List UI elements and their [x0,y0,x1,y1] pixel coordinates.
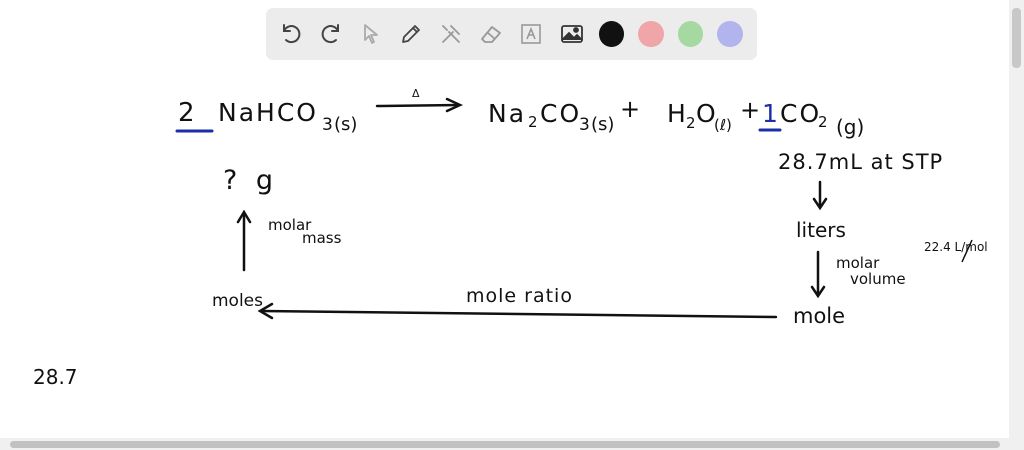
vertical-scrollbar[interactable] [1009,0,1024,438]
coefficient-2: 2 [178,98,195,128]
molar-mass-label-1: molar [268,216,312,234]
arrow-mole-ratio-head [257,302,274,320]
reaction-arrow-head [445,97,463,113]
horizontal-scrollbar[interactable] [0,438,1024,450]
reactant-subscript-3: 3 [322,115,333,135]
arrow-mole-ratio [260,309,778,319]
select-pointer-icon[interactable] [358,21,384,47]
product-subscript-2: 2 [528,113,538,131]
liters-label: liters [796,218,846,242]
water-h: H [667,99,686,128]
co2-subscript-2: 2 [818,113,828,131]
color-black-swatch[interactable] [598,21,625,47]
product-subscript-3: 3 [579,115,590,135]
molar-mass-label-2: mass [302,229,342,247]
arrow-liters-to-mole-head [810,285,826,299]
moles-label: moles [212,291,263,311]
bottom-value: 28.7 [33,365,78,389]
molar-volume-label-1: molar [836,254,880,272]
arrow-ml-to-liters-head [812,197,828,211]
tools-icon[interactable] [438,21,464,47]
molar-volume-slash [961,239,973,263]
plus-sign-2: + [740,96,761,124]
unknown-grams: ? g [223,165,274,196]
color-purple-swatch[interactable] [717,21,743,47]
text-tool-icon[interactable] [519,21,545,47]
reactant-state-solid: (s) [334,114,358,135]
reaction-arrow [375,103,461,108]
arrow-moles-to-grams-head [236,209,252,224]
water-subscript-2: 2 [686,114,696,132]
drawing-toolbar [266,8,757,60]
product-co3: CO [540,99,582,128]
coefficient-1: 1 [762,99,778,128]
undo-icon[interactable] [278,21,304,47]
given-volume: 28.7mL at STP [778,150,944,174]
color-green-swatch[interactable] [677,21,704,47]
plus-sign-1: + [620,95,641,123]
molar-volume-value: 22.4 L/mol [924,240,988,254]
co2-state-gas: (g) [836,115,865,139]
water-state-liquid: (ℓ) [714,116,732,134]
color-pink-swatch[interactable] [638,21,664,47]
water-o: O [696,99,716,128]
product-state-solid: (s) [591,114,615,135]
image-icon[interactable] [559,21,585,47]
vertical-scroll-thumb[interactable] [1012,8,1021,68]
product-co2: CO [780,99,822,128]
mole-ratio-label: mole ratio [466,285,573,307]
product-na: Na [488,99,527,128]
molar-volume-label-2: volume [850,270,906,288]
reactant-nahco3: NaHCO [218,98,318,127]
eraser-icon[interactable] [479,21,505,47]
redo-icon[interactable] [318,21,344,47]
pen-icon[interactable] [398,21,424,47]
heat-symbol: Δ [412,87,420,100]
mole-label: mole [793,304,846,328]
horizontal-scroll-thumb[interactable] [10,441,1000,448]
